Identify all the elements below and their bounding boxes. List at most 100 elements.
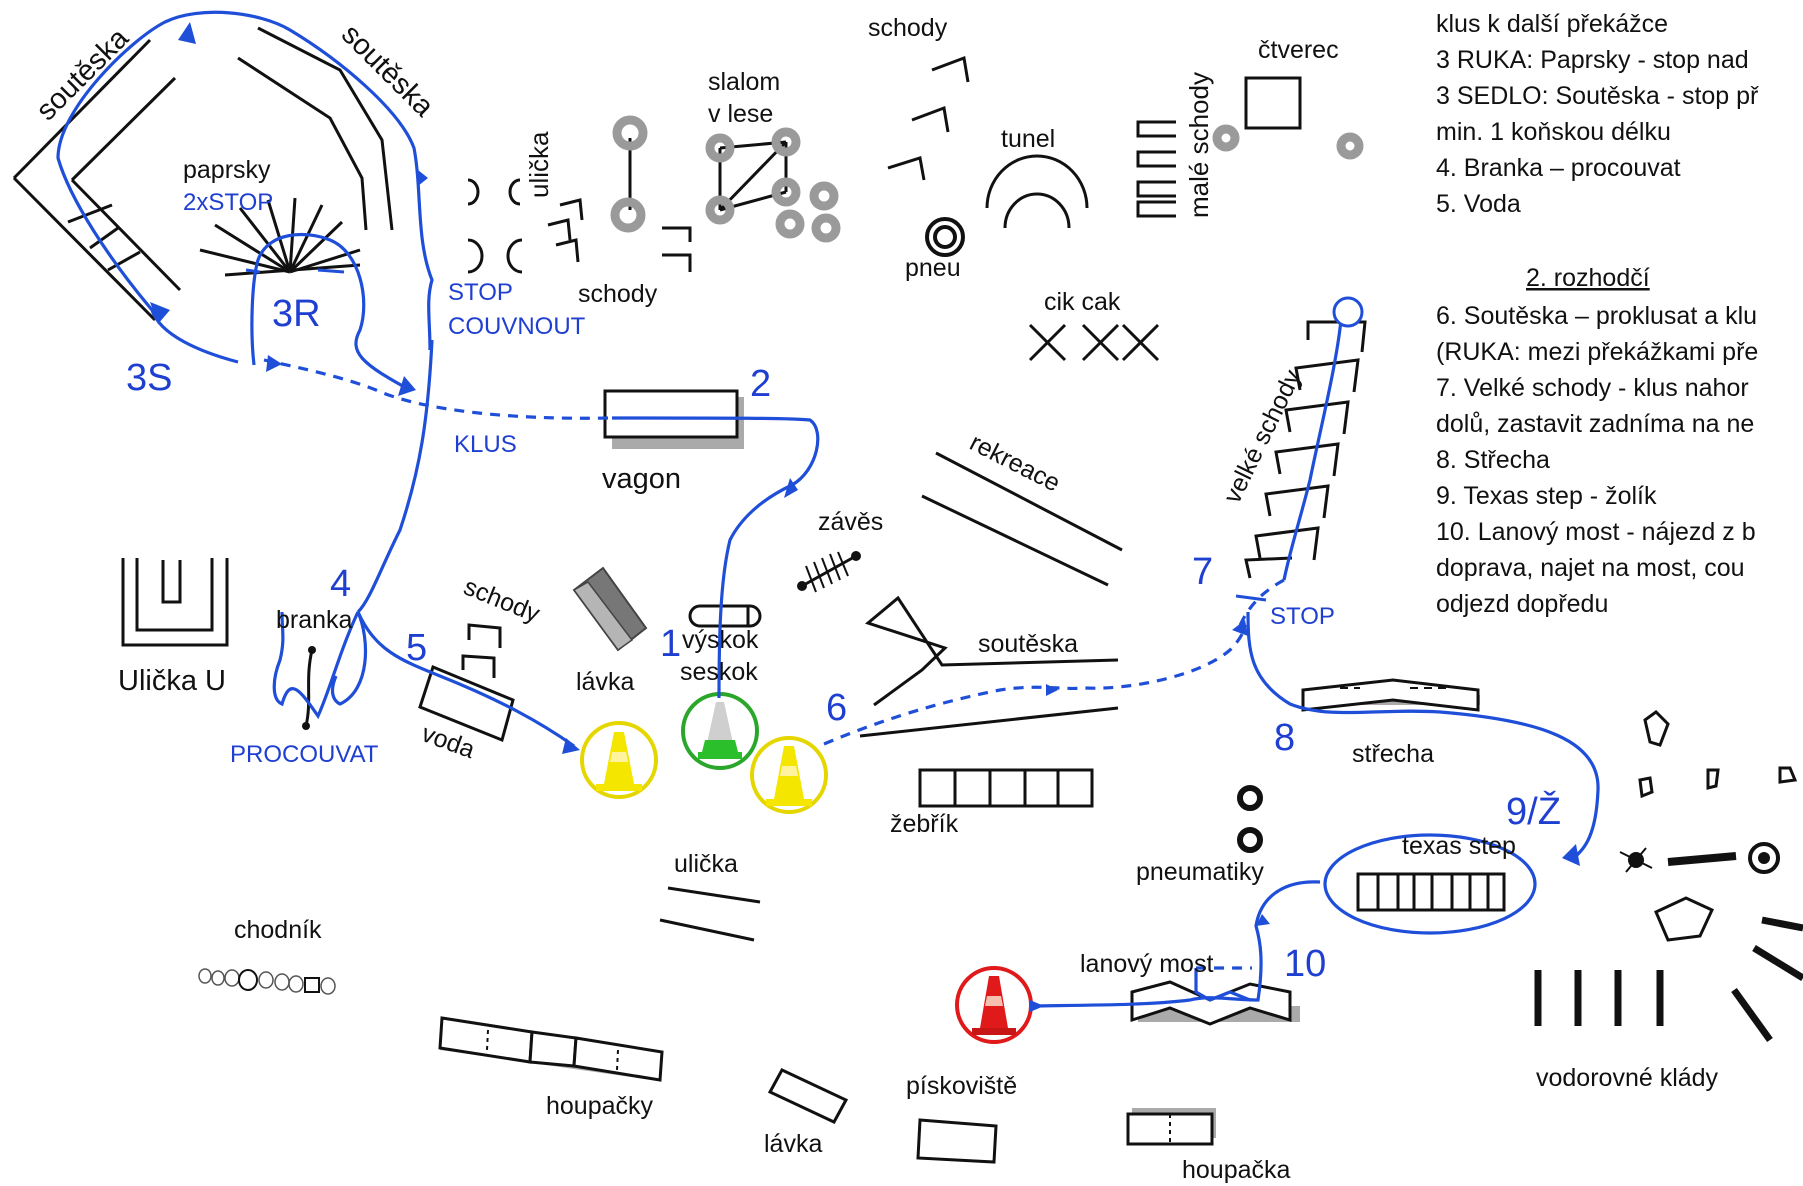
square-obstacle	[1212, 76, 1364, 160]
label-slalom-1: slalom	[708, 68, 780, 96]
instruction-line: 5. Voda	[1436, 190, 1521, 218]
instruction-line: min. 1 koňskou délku	[1436, 118, 1671, 146]
label-footbridge-b: lávka	[764, 1130, 822, 1158]
curtain	[797, 551, 861, 593]
label-stop: STOP	[448, 279, 513, 306]
tunnel	[985, 154, 1089, 229]
label-wagon: vagon	[602, 463, 681, 495]
gate	[302, 646, 316, 730]
route	[56, 10, 1600, 1012]
instruction-line: 7. Velké schody - klus nahor	[1436, 374, 1749, 402]
stairs-a	[547, 198, 584, 263]
instruction-line: 3 RUKA: Paprsky - stop nad	[1436, 46, 1749, 74]
label-square: čtverec	[1258, 36, 1339, 64]
label-recreation: rekreace	[965, 428, 1064, 497]
label-seesaws: houpačky	[546, 1092, 654, 1120]
label-rays: paprsky	[183, 156, 271, 184]
tyre	[925, 217, 965, 257]
instruction-line: 3 SEDLO: Soutěska - stop př	[1436, 82, 1759, 110]
judge2-heading: 2. rozhodčí	[1526, 264, 1650, 292]
instruction-line: 9. Texas step - žolík	[1436, 482, 1657, 510]
cone-yellow-b	[750, 736, 828, 814]
label-2xstop: 2xSTOP	[183, 189, 273, 216]
label-horizontal-logs: vodorovné klády	[1536, 1064, 1719, 1092]
alley-bottom	[659, 886, 761, 942]
label-texas-step: texas step	[1402, 832, 1516, 860]
instruction-line: doprava, najet na most, cou	[1436, 554, 1745, 582]
tyres-pair	[1237, 785, 1263, 853]
marker-1: 1	[660, 623, 681, 665]
half-circles	[467, 178, 523, 274]
label-tunnel: tunel	[1001, 125, 1055, 153]
instruction-line: 10. Lanový most - nájezd z b	[1436, 518, 1756, 546]
label-stairs-b: schody	[460, 573, 544, 629]
instruction-line: dolů, zastavit zadníma na ne	[1436, 410, 1754, 438]
label-alley-bottom: ulička	[674, 850, 738, 878]
instruction-line: 4. Branka – procouvat	[1436, 154, 1681, 182]
label-ladder: žebřík	[890, 810, 959, 838]
marker-5: 5	[406, 627, 427, 669]
marker-2: 2	[750, 363, 771, 405]
instruction-line: (RUKA: mezi překážkami pře	[1436, 338, 1758, 366]
cone-finish-red	[955, 966, 1033, 1044]
label-curtain: závěs	[818, 508, 883, 536]
label-seesaw: houpačka	[1182, 1156, 1291, 1184]
label-jump-2: seskok	[680, 658, 758, 686]
marker-4: 4	[330, 563, 351, 605]
label-stairs-top: schody	[868, 14, 948, 42]
label-alley-top: ulička	[524, 131, 554, 198]
seesaws	[438, 1016, 664, 1082]
marker-9: 9/Ž	[1506, 790, 1561, 833]
label-big-stairs: velké schody	[1218, 365, 1307, 508]
u-alley	[121, 558, 229, 647]
label-small-stairs: malé schody	[1184, 72, 1214, 218]
instruction-line: odjezd dopředu	[1436, 590, 1608, 618]
stairs-top	[887, 55, 970, 181]
footbridge-a	[572, 566, 648, 652]
sandpit	[916, 1118, 998, 1164]
gorge-top-left	[12, 26, 394, 322]
label-u-alley: Ulička U	[118, 665, 226, 697]
label-stairs-a: schody	[578, 280, 658, 308]
stairs-b	[461, 623, 502, 678]
recreation-lines	[921, 451, 1123, 587]
label-tyres: pneumatiky	[1136, 858, 1264, 886]
label-klus: KLUS	[454, 431, 517, 458]
label-footbridge-a: lávka	[576, 668, 634, 696]
label-tyre: pneu	[905, 254, 961, 282]
horizontal-logs	[1534, 710, 1803, 1043]
label-rope-bridge: lanový most	[1080, 950, 1213, 978]
marker-6: 6	[826, 687, 847, 729]
walkway	[198, 968, 336, 995]
label-gate: branka	[276, 606, 353, 634]
label-sandpit: pískoviště	[906, 1072, 1017, 1100]
cone-yellow-a	[580, 721, 658, 799]
label-slalom-2: v lese	[708, 100, 773, 128]
label-zigzag: cik cak	[1044, 288, 1121, 316]
label-procouvat: PROCOUVAT	[230, 741, 379, 768]
marker-3r: 3R	[272, 293, 321, 335]
ladder	[918, 768, 1094, 808]
water	[418, 664, 515, 743]
gorge-middle	[859, 595, 1119, 738]
seesaw	[1126, 1108, 1216, 1146]
label-stop-7: STOP	[1270, 603, 1335, 630]
jump-barrel	[688, 604, 762, 628]
zigzag-obstacle	[1028, 323, 1160, 362]
label-couvnout: COUVNOUT	[448, 313, 586, 340]
label-gorge-left: soutěska	[30, 22, 135, 127]
wagon	[603, 389, 744, 449]
label-roof: střecha	[1352, 740, 1434, 768]
slalom-obstacle	[610, 115, 841, 272]
instruction-line: klus k další překážce	[1436, 10, 1668, 38]
marker-10: 10	[1284, 943, 1326, 985]
label-gorge-middle: soutěska	[978, 630, 1078, 658]
marker-8: 8	[1274, 717, 1295, 759]
marker-7: 7	[1192, 551, 1213, 593]
roof	[1301, 678, 1480, 712]
small-stairs	[1136, 120, 1176, 218]
footbridge-b	[767, 1068, 849, 1124]
marker-3s: 3S	[126, 357, 172, 399]
instruction-line: 8. Střecha	[1436, 446, 1550, 474]
